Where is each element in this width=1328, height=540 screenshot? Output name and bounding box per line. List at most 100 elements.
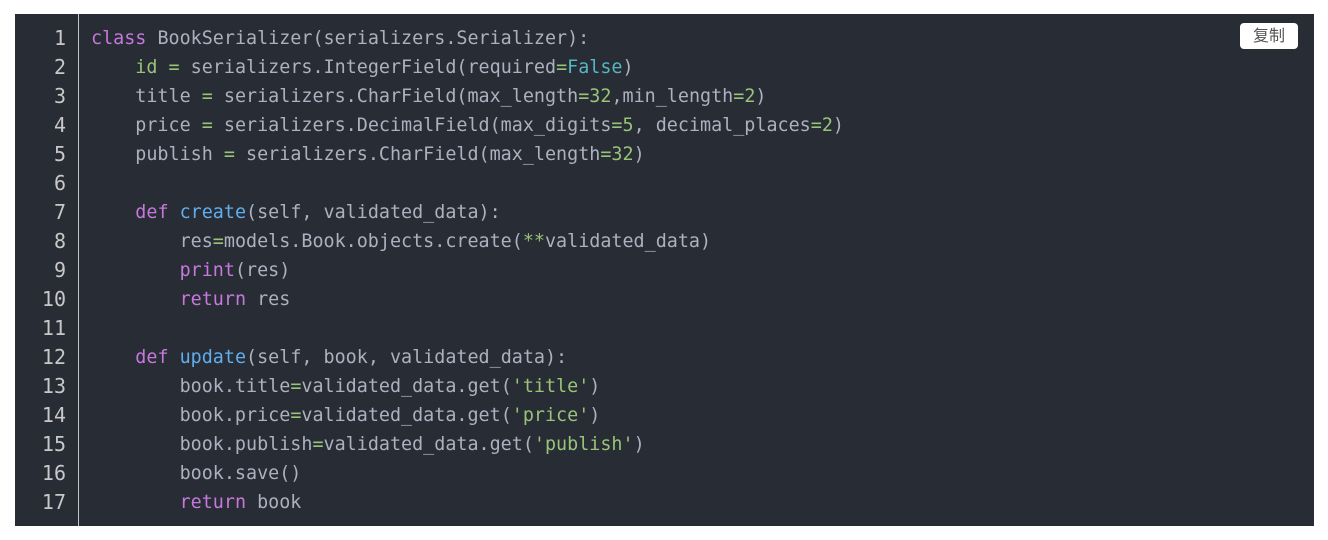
code-token-plain xyxy=(169,202,180,223)
code-token-plain xyxy=(157,57,168,78)
code-line: book.title=validated_data.get('title') xyxy=(91,372,1314,401)
code-token-keyword: return xyxy=(179,289,247,310)
code-token-operator: = xyxy=(556,57,568,78)
code-line: def update(self, book, validated_data): xyxy=(91,343,1314,372)
code-token-plain: serializers.DecimalField(max_digits xyxy=(212,115,612,136)
line-number: 7 xyxy=(53,200,66,224)
line-number: 10 xyxy=(41,287,66,311)
code-token-plain: ) xyxy=(633,434,645,455)
code-token-plain: serializers.CharField(max_length xyxy=(234,144,601,165)
code-token-number: 32 xyxy=(611,144,634,165)
code-line: id = serializers.IntegerField(required=F… xyxy=(91,53,1314,82)
line-number: 9 xyxy=(53,258,66,282)
code-token-operator: = xyxy=(168,57,180,78)
line-number: 1 xyxy=(53,26,66,50)
code-token-number: 2 xyxy=(744,86,756,107)
code-line: book.save() xyxy=(91,459,1314,488)
code-line: price = serializers.DecimalField(max_dig… xyxy=(91,111,1314,140)
code-token-plain: ,min_length xyxy=(611,86,734,107)
code-line: print(res) xyxy=(91,256,1314,285)
code-token-string: 'title' xyxy=(511,376,590,397)
code-token-plain: publish xyxy=(91,144,224,165)
code-token-plain: res xyxy=(91,231,213,252)
code-token-operator: = xyxy=(600,144,612,165)
code-token-number: 2 xyxy=(821,115,833,136)
code-line xyxy=(91,169,1314,198)
code-token-plain: (res) xyxy=(234,260,291,281)
code-line xyxy=(91,314,1314,343)
code-token-operator: = xyxy=(810,115,822,136)
code-token-plain xyxy=(91,289,180,310)
code-token-plain: serializers.CharField(max_length xyxy=(212,86,579,107)
line-number: 2 xyxy=(53,55,66,79)
code-token-plain: (self, validated_data): xyxy=(246,202,501,223)
code-token-plain: ) xyxy=(622,57,634,78)
line-number: 16 xyxy=(41,461,66,485)
code-token-plain: validated_data.get( xyxy=(323,434,534,455)
code-token-plain: ) xyxy=(633,144,645,165)
code-token-plain: ) xyxy=(589,405,601,426)
line-number: 6 xyxy=(53,171,66,195)
line-number: 5 xyxy=(53,142,66,166)
code-line: class BookSerializer(serializers.Seriali… xyxy=(91,24,1314,53)
code-line: book.price=validated_data.get('price') xyxy=(91,401,1314,430)
code-token-keyword: return xyxy=(179,492,247,513)
code-token-plain: book.publish xyxy=(91,434,313,455)
code-line: return res xyxy=(91,285,1314,314)
code-token-plain: book.price xyxy=(91,405,291,426)
code-token-operator: = xyxy=(290,376,302,397)
code-token-plain xyxy=(91,347,135,368)
code-line: book.publish=validated_data.get('publish… xyxy=(91,430,1314,459)
code-token-number: 5 xyxy=(622,115,634,136)
code-token-plain: book.title xyxy=(91,376,291,397)
code-content[interactable]: class BookSerializer(serializers.Seriali… xyxy=(91,24,1314,517)
code-token-number: 32 xyxy=(589,86,612,107)
code-token-plain xyxy=(91,202,135,223)
code-token-operator: = xyxy=(212,231,224,252)
code-token-string: 'price' xyxy=(511,405,590,426)
code-line: return book xyxy=(91,488,1314,517)
line-number: 8 xyxy=(53,229,66,253)
code-token-operator: = xyxy=(611,115,623,136)
code-token-operator: = xyxy=(312,434,324,455)
line-number: 12 xyxy=(41,345,66,369)
code-token-plain: , decimal_places xyxy=(633,115,811,136)
code-token-plain: (self, book, validated_data): xyxy=(246,347,568,368)
code-token-operator: = xyxy=(290,405,302,426)
line-number: 4 xyxy=(53,113,66,137)
line-number: 13 xyxy=(41,374,66,398)
code-token-string: 'publish' xyxy=(533,434,634,455)
code-token-attr: id xyxy=(135,57,158,78)
code-line: res=models.Book.objects.create(**validat… xyxy=(91,227,1314,256)
code-token-plain: book.save() xyxy=(91,463,302,484)
code-token-plain: ) xyxy=(755,86,767,107)
code-token-plain: serializers.IntegerField(required xyxy=(179,57,557,78)
code-token-plain: validated_data.get( xyxy=(301,376,512,397)
code-token-operator: = xyxy=(201,86,213,107)
code-token-function: update xyxy=(179,347,247,368)
code-token-plain: validated_data.get( xyxy=(301,405,512,426)
code-line: publish = serializers.CharField(max_leng… xyxy=(91,140,1314,169)
code-token-literal: False xyxy=(567,57,623,78)
copy-button[interactable]: 复制 xyxy=(1240,23,1298,49)
line-number: 15 xyxy=(41,432,66,456)
code-token-plain: ) xyxy=(589,376,601,397)
code-token-plain xyxy=(91,492,180,513)
code-token-plain xyxy=(169,347,180,368)
code-token-plain: BookSerializer(serializers.Serializer): xyxy=(146,28,590,49)
code-token-builtin: print xyxy=(179,260,235,281)
code-token-operator: = xyxy=(223,144,235,165)
code-token-operator: = xyxy=(578,86,590,107)
code-token-plain: book xyxy=(246,492,302,513)
line-number: 3 xyxy=(53,84,66,108)
code-token-operator: = xyxy=(733,86,745,107)
code-line: def create(self, validated_data): xyxy=(91,198,1314,227)
line-number: 14 xyxy=(41,403,66,427)
code-token-plain: ) xyxy=(832,115,844,136)
code-token-operator: = xyxy=(201,115,213,136)
code-token-keyword: class xyxy=(91,28,147,49)
code-token-plain: price xyxy=(91,115,202,136)
code-token-plain: title xyxy=(91,86,202,107)
